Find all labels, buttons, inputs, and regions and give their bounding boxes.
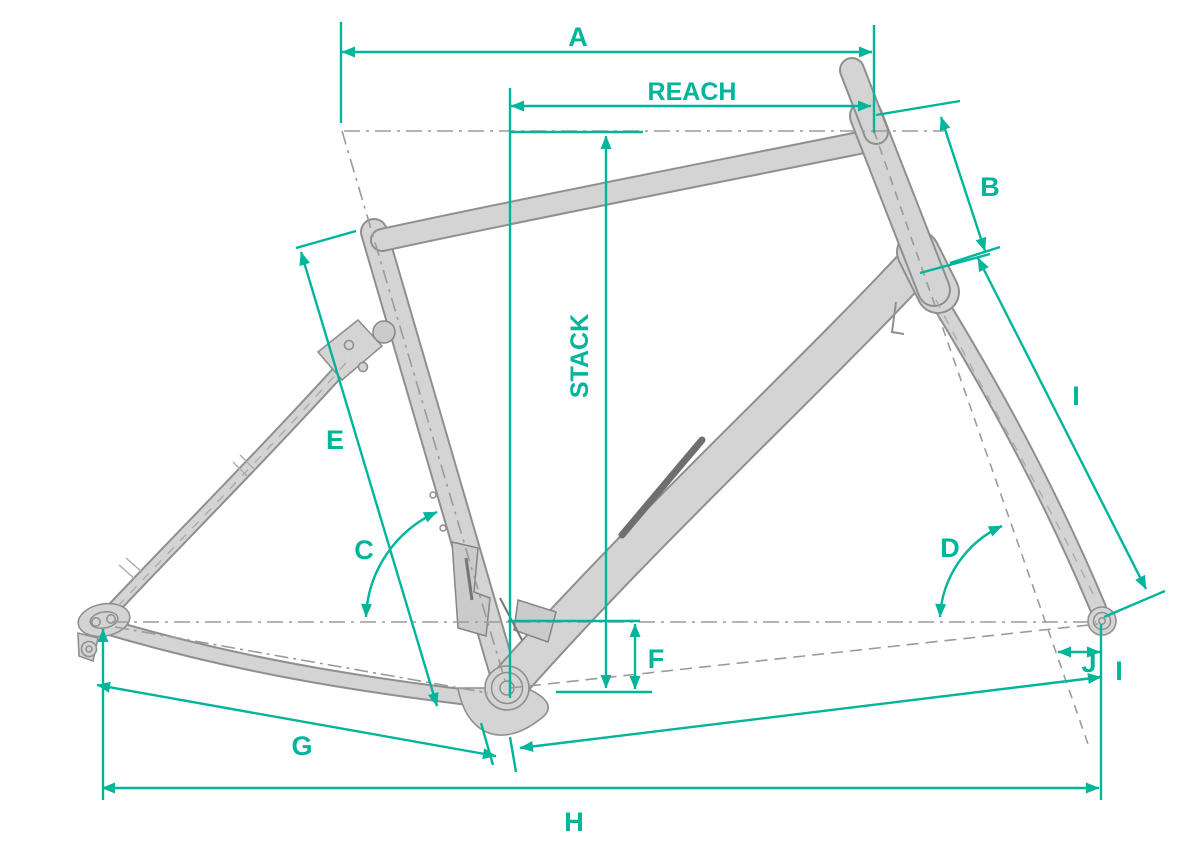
dimension-seat-tube: E (295, 229, 439, 707)
dimension-head-angle: D (935, 524, 1003, 618)
label-fork-rake: J (1081, 648, 1096, 678)
label-head-angle: D (940, 533, 960, 563)
label-bb-drop: F (648, 644, 665, 674)
dimension-stack: STACK (510, 130, 643, 689)
label-stack: STACK (566, 314, 594, 398)
dimension-top-tube: A (339, 22, 876, 133)
dimension-front-center: I (508, 656, 1123, 773)
label-head-tube: B (980, 172, 1000, 202)
label-chainstay: G (291, 731, 312, 761)
label-front-center: I (1115, 656, 1123, 686)
label-seat-angle: C (354, 535, 374, 565)
label-fork-length: I (1072, 381, 1080, 411)
label-top-tube: A (568, 22, 588, 52)
dimension-chainstay: G (96, 628, 497, 800)
rear-dropout (77, 602, 131, 663)
bottom-bracket (484, 665, 530, 711)
dimensions: A REACH STACK B C D (96, 22, 1166, 837)
dimension-reach: REACH (508, 78, 872, 698)
label-seat-tube: E (326, 425, 344, 455)
dimension-fork-length: I (949, 245, 1166, 619)
label-reach: REACH (648, 78, 737, 106)
dimension-head-tube: B (875, 99, 1000, 275)
label-wheelbase: H (564, 807, 584, 837)
dimension-fork-rake: J (1057, 646, 1101, 678)
frame-illustration (77, 57, 1117, 736)
